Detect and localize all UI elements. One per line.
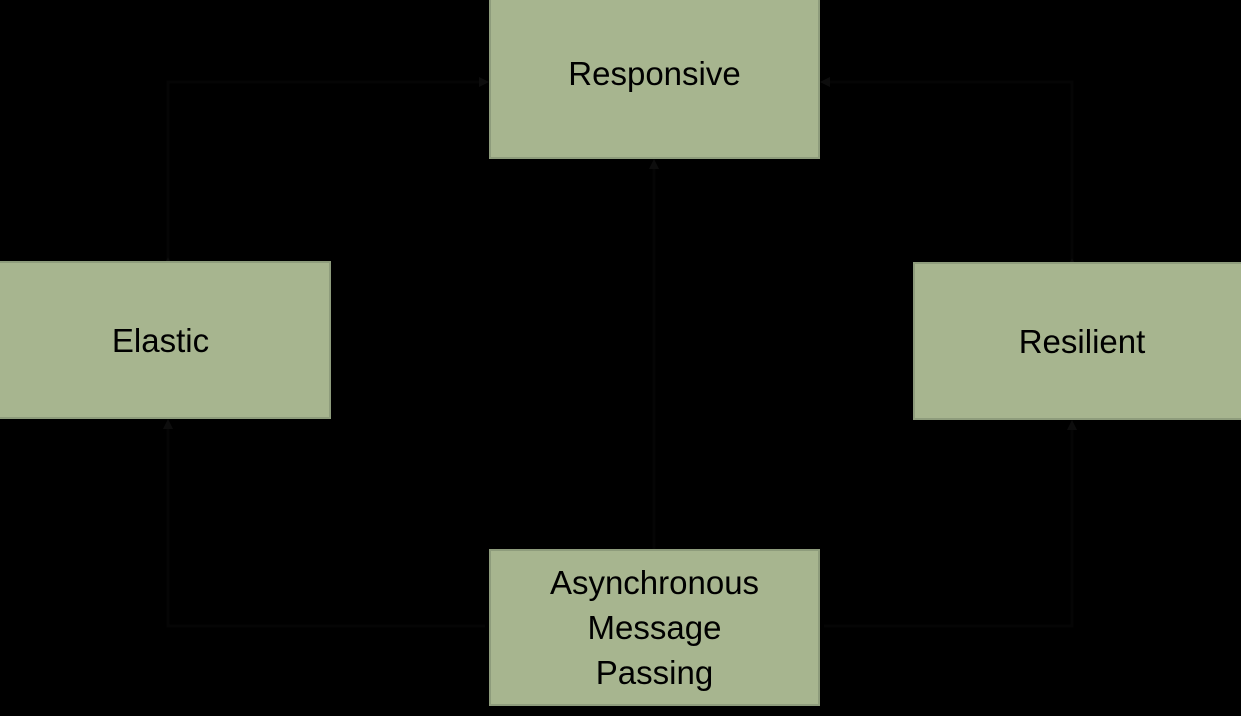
edge-resilient-to-responsive (820, 77, 1077, 268)
edge-elastic-to-responsive (163, 77, 489, 267)
node-asynchronous-message-passing-label: Asynchronous Message Passing (549, 564, 760, 691)
node-elastic-label: Elastic (111, 321, 210, 359)
node-asynchronous-message-passing[interactable]: Asynchronous Message Passing (489, 549, 820, 706)
edge-async-to-resilient (824, 420, 1077, 628)
node-responsive-label: Responsive (568, 55, 741, 92)
node-resilient-label: Resilient (1018, 322, 1146, 360)
edge-async-to-responsive (649, 159, 659, 549)
node-responsive[interactable]: Responsive (489, 0, 820, 159)
edge-async-to-elastic (163, 419, 485, 628)
node-resilient[interactable]: Resilient (913, 262, 1241, 420)
node-elastic[interactable]: Elastic (0, 261, 331, 419)
